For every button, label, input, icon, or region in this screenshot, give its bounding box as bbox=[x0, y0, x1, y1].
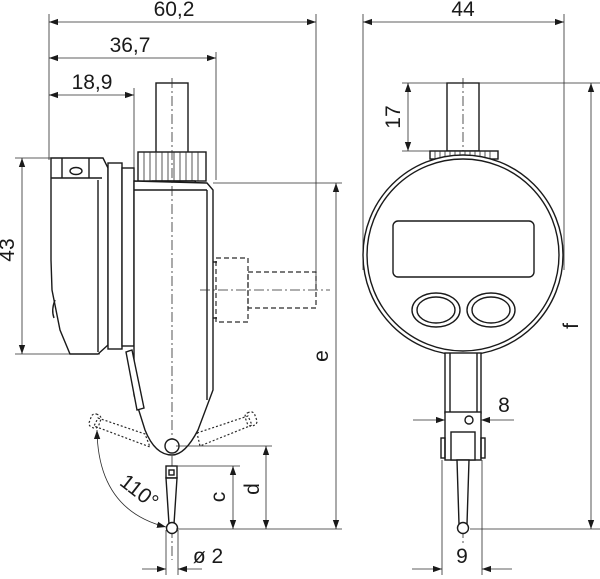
dimension-label-f: f bbox=[560, 323, 583, 329]
bezel-ring bbox=[107, 162, 123, 350]
front-view: 44 17 bbox=[362, 0, 600, 575]
stylus-ghost-right bbox=[196, 415, 253, 447]
dimension-label-dial-width: 44 bbox=[451, 0, 475, 21]
dimension-label-stem-offset: 36,7 bbox=[110, 34, 151, 57]
dimension-label-neck-width: 8 bbox=[498, 394, 510, 417]
dial-face bbox=[366, 158, 560, 352]
dimension-label-stylus-width: 9 bbox=[456, 545, 468, 568]
bezel-ring-inner bbox=[121, 167, 135, 347]
dimension-label-stem-length: 17 bbox=[382, 105, 405, 128]
front-stylus-ball bbox=[456, 521, 470, 535]
dimension-label-body-height: 43 bbox=[0, 238, 19, 261]
lcd-display bbox=[392, 220, 535, 278]
dimension-label-e: e bbox=[310, 350, 333, 362]
stylus-ball bbox=[165, 521, 179, 535]
clamp-shaft-hidden bbox=[247, 271, 317, 309]
dimension-label-d: d bbox=[241, 483, 264, 495]
side-view: 60,2 36,7 18,9 43 bbox=[0, 0, 342, 575]
button-right[interactable] bbox=[466, 292, 516, 328]
front-pivot bbox=[464, 415, 474, 425]
clamp-hidden bbox=[215, 257, 249, 323]
dimension-label-c: c bbox=[207, 492, 230, 503]
angle-arc-110 bbox=[93, 429, 167, 528]
dimension-label-swivel-angle: 110° bbox=[115, 470, 162, 514]
front-neck bbox=[444, 352, 482, 414]
stylus-holder bbox=[165, 465, 178, 479]
dial-housing-side bbox=[50, 157, 109, 355]
lever-plate bbox=[125, 349, 145, 411]
dimension-label-tip-diameter: ø 2 bbox=[193, 545, 223, 568]
dimension-label-back-offset: 18,9 bbox=[72, 71, 113, 94]
indicator-body bbox=[133, 180, 214, 456]
stylus bbox=[165, 477, 178, 525]
stylus-ghost-left bbox=[93, 417, 152, 449]
dimension-label-overall-width: 60,2 bbox=[154, 0, 195, 21]
housing-hole bbox=[69, 166, 83, 176]
fork-inner bbox=[450, 431, 476, 461]
front-stylus bbox=[456, 459, 470, 525]
button-left[interactable] bbox=[411, 292, 461, 328]
